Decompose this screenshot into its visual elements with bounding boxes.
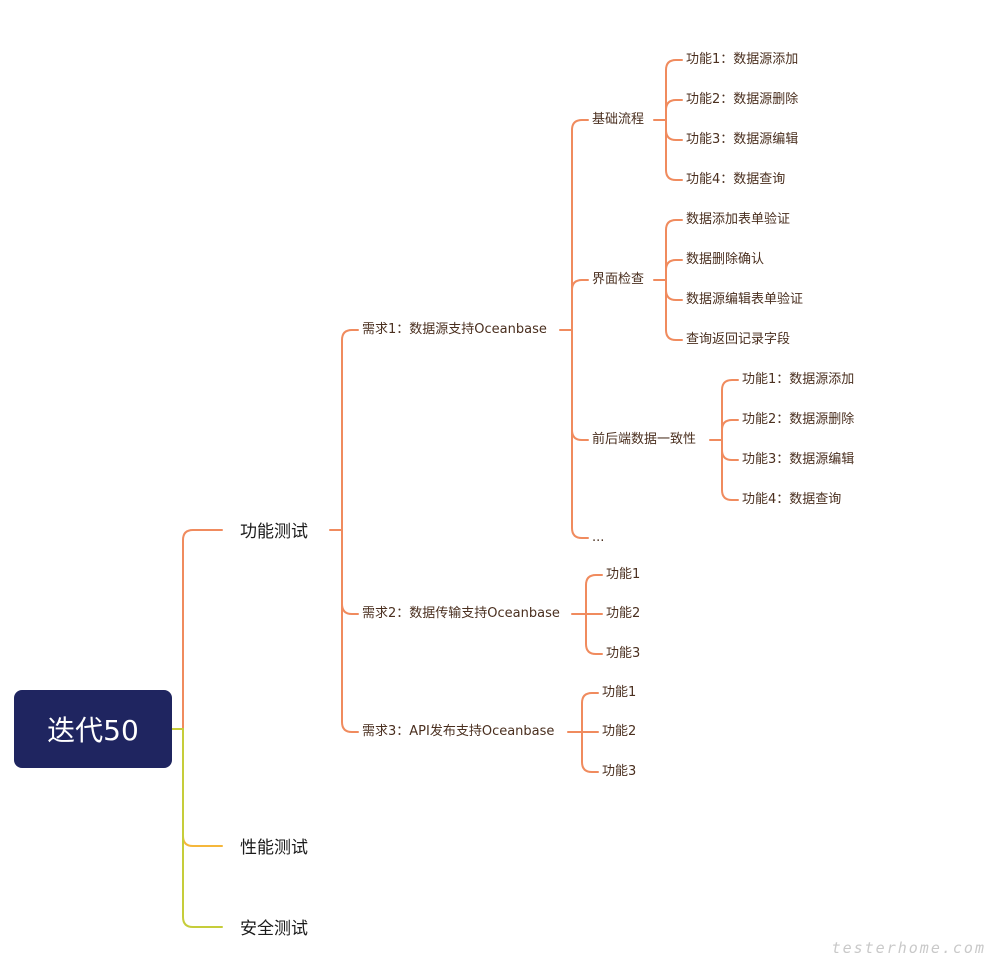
node-data-consistency[interactable]: 前后端数据一致性 [592, 432, 697, 447]
node-ui-item[interactable]: 数据添加表单验证 [686, 212, 791, 227]
connector-req1-ui [571, 279, 589, 291]
connector-consistency-1 [721, 379, 739, 441]
connector-basic-3 [665, 129, 683, 141]
node-consistency-item[interactable]: 功能3：数据源编辑 [742, 452, 855, 467]
connector-root-functional [171, 529, 223, 730]
node-basic-item[interactable]: 功能2：数据源删除 [686, 92, 799, 107]
connector-root-security [171, 728, 223, 928]
connector-ui-4 [665, 279, 683, 341]
connector-basic-4 [665, 119, 683, 181]
connector-req1-more [571, 429, 589, 539]
node-req1[interactable]: 需求1：数据源支持Oceanbase [362, 322, 547, 337]
connector-consistency-3 [721, 449, 739, 461]
node-req3-item[interactable]: 功能2 [602, 724, 637, 739]
node-basic-flow[interactable]: 基础流程 [592, 112, 645, 127]
connector-req3-3 [581, 731, 599, 773]
branch-performance-test[interactable]: 性能测试 [240, 838, 308, 858]
root-node[interactable]: 迭代50 [14, 690, 172, 768]
node-req3-item[interactable]: 功能3 [602, 764, 637, 779]
node-consistency-item[interactable]: 功能4：数据查询 [742, 492, 842, 507]
node-req2-item[interactable]: 功能2 [606, 606, 641, 621]
connector-functional-req1 [341, 329, 359, 531]
node-req2[interactable]: 需求2：数据传输支持Oceanbase [362, 606, 560, 621]
node-consistency-item[interactable]: 功能2：数据源删除 [742, 412, 855, 427]
connector-req1-consistency [571, 329, 589, 441]
branch-functional-test[interactable]: 功能测试 [240, 522, 308, 542]
connector-basic-2 [665, 99, 683, 111]
node-basic-item[interactable]: 功能1：数据源添加 [686, 52, 799, 67]
watermark: testerhome.com [831, 939, 986, 957]
branch-security-test[interactable]: 安全测试 [240, 919, 308, 939]
connector-consistency-4 [721, 439, 739, 501]
connector-functional-req3 [341, 603, 359, 733]
node-more[interactable]: ... [592, 530, 605, 545]
connector-ui-1 [665, 219, 683, 281]
node-req2-item[interactable]: 功能3 [606, 646, 641, 661]
node-ui-check[interactable]: 界面检查 [592, 272, 645, 287]
connector-basic-1 [665, 59, 683, 121]
connector-req2-3 [585, 613, 603, 655]
connector-req3-1 [581, 692, 599, 733]
node-basic-item[interactable]: 功能4：数据查询 [686, 172, 786, 187]
connector-ui-3 [665, 289, 683, 301]
node-ui-item[interactable]: 数据删除确认 [686, 252, 765, 267]
node-ui-item[interactable]: 数据源编辑表单验证 [686, 292, 804, 307]
connector-req1-basic [571, 119, 589, 331]
node-req3-item[interactable]: 功能1 [602, 685, 637, 700]
connector-functional-req2 [341, 529, 359, 615]
connector-req2-1 [585, 574, 603, 615]
connector-consistency-2 [721, 419, 739, 431]
node-req2-item[interactable]: 功能1 [606, 567, 641, 582]
connector-root-performance [182, 728, 223, 847]
connector-ui-2 [665, 259, 683, 271]
node-basic-item[interactable]: 功能3：数据源编辑 [686, 132, 799, 147]
node-consistency-item[interactable]: 功能1：数据源添加 [742, 372, 855, 387]
node-ui-item[interactable]: 查询返回记录字段 [686, 332, 791, 347]
root-label: 迭代50 [47, 714, 139, 747]
node-req3[interactable]: 需求3：API发布支持Oceanbase [362, 724, 555, 739]
